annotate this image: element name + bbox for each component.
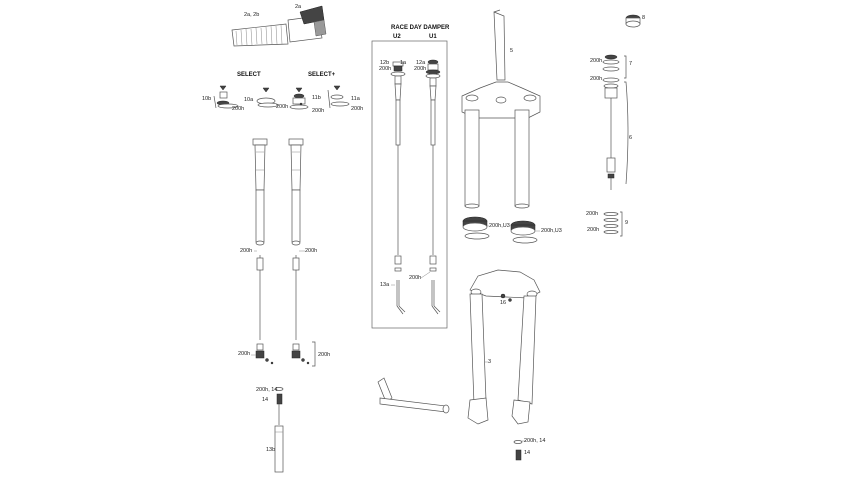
damper-200h-right-label: 200h (414, 66, 427, 72)
lower-16-label: 16 (500, 300, 507, 306)
damper-1a-label: 1a (400, 60, 407, 66)
top-cap-part (625, 14, 641, 28)
select-heading: SELECT (237, 72, 261, 78)
grip-remote-part (231, 5, 327, 47)
air-spring-200h-b-label: 200h (305, 248, 318, 254)
crown-label: 5 (510, 48, 514, 54)
damper-13a-label: 13a (380, 282, 390, 288)
leader-lines (251, 225, 540, 442)
air-spring-200h-c-label: 200h (238, 351, 251, 357)
select-10b-label: 10b (202, 96, 212, 102)
select-200h-a-label: 200h (232, 106, 245, 112)
select-11a-label: 11a (351, 96, 360, 102)
tool-13b-label: 13b (266, 447, 276, 453)
spring-200h-a-label: 200h (590, 58, 603, 64)
grip-label: 2a, 2b (244, 12, 260, 18)
damper-12a-label: 12a (416, 60, 426, 66)
thru-axle-part (377, 377, 450, 414)
lower-legs-label: 3 (488, 359, 492, 365)
top-cap-label: 8 (642, 15, 646, 21)
damper-200h-c-label: 200h (409, 275, 422, 281)
select-200h-d-label: 200h (351, 106, 364, 112)
select-200h-c-label: 200h (312, 108, 325, 114)
bolt-200h-14-label: 200h, 14 (524, 438, 546, 444)
shaft-tool-part (274, 387, 284, 473)
damper-u1-part (425, 59, 441, 315)
race-day-damper-heading: RACE DAY DAMPER (391, 25, 450, 31)
spring-7-label: 7 (629, 61, 633, 67)
select-11b-label: 11b (312, 95, 321, 101)
u1-heading: U1 (429, 34, 437, 40)
lower-legs-part (467, 269, 541, 425)
select-adjuster-parts (213, 85, 279, 109)
air-spring-right-part (288, 138, 316, 367)
seal-right-label: 200h,U3 (541, 228, 562, 234)
spring-200h-d-label: 200h (587, 227, 600, 233)
grip-a-label: 2a (295, 4, 302, 10)
race-day-damper-box (371, 40, 448, 329)
damper-u2-part (390, 61, 406, 315)
dust-seal-right-part (510, 220, 538, 244)
spring-6-label: 6 (629, 135, 633, 141)
tool-200h-14-label: 200h, 14 (256, 387, 278, 393)
select-plus-adjuster-parts (289, 85, 350, 110)
spring-200h-b-label: 200h (590, 76, 603, 82)
bottom-bolt-part (513, 440, 523, 461)
air-spring-left-part (252, 138, 274, 365)
seal-left-label: 200h,U3 (489, 223, 510, 229)
damper-200h-left-label: 200h (379, 66, 392, 72)
u2-heading: U2 (393, 34, 401, 40)
tool-14-label: 14 (262, 397, 269, 403)
select-200h-b-label: 200h (276, 104, 289, 110)
spring-200h-c-label: 200h (586, 211, 599, 217)
dust-seal-left-part (462, 216, 490, 240)
crown-steerer-uppers-part (461, 9, 541, 209)
air-spring-assembly-part (602, 54, 629, 237)
air-spring-200h-a-label: 200h (240, 248, 253, 254)
select-plus-heading: SELECT+ (308, 72, 336, 78)
air-spring-200h-d-label: 200h (318, 352, 331, 358)
damper-12b-label: 12b (380, 60, 390, 66)
bolt-14-label: 14 (524, 450, 531, 456)
select-10a-label: 10a (244, 97, 254, 103)
spring-9-label: 9 (625, 220, 629, 226)
